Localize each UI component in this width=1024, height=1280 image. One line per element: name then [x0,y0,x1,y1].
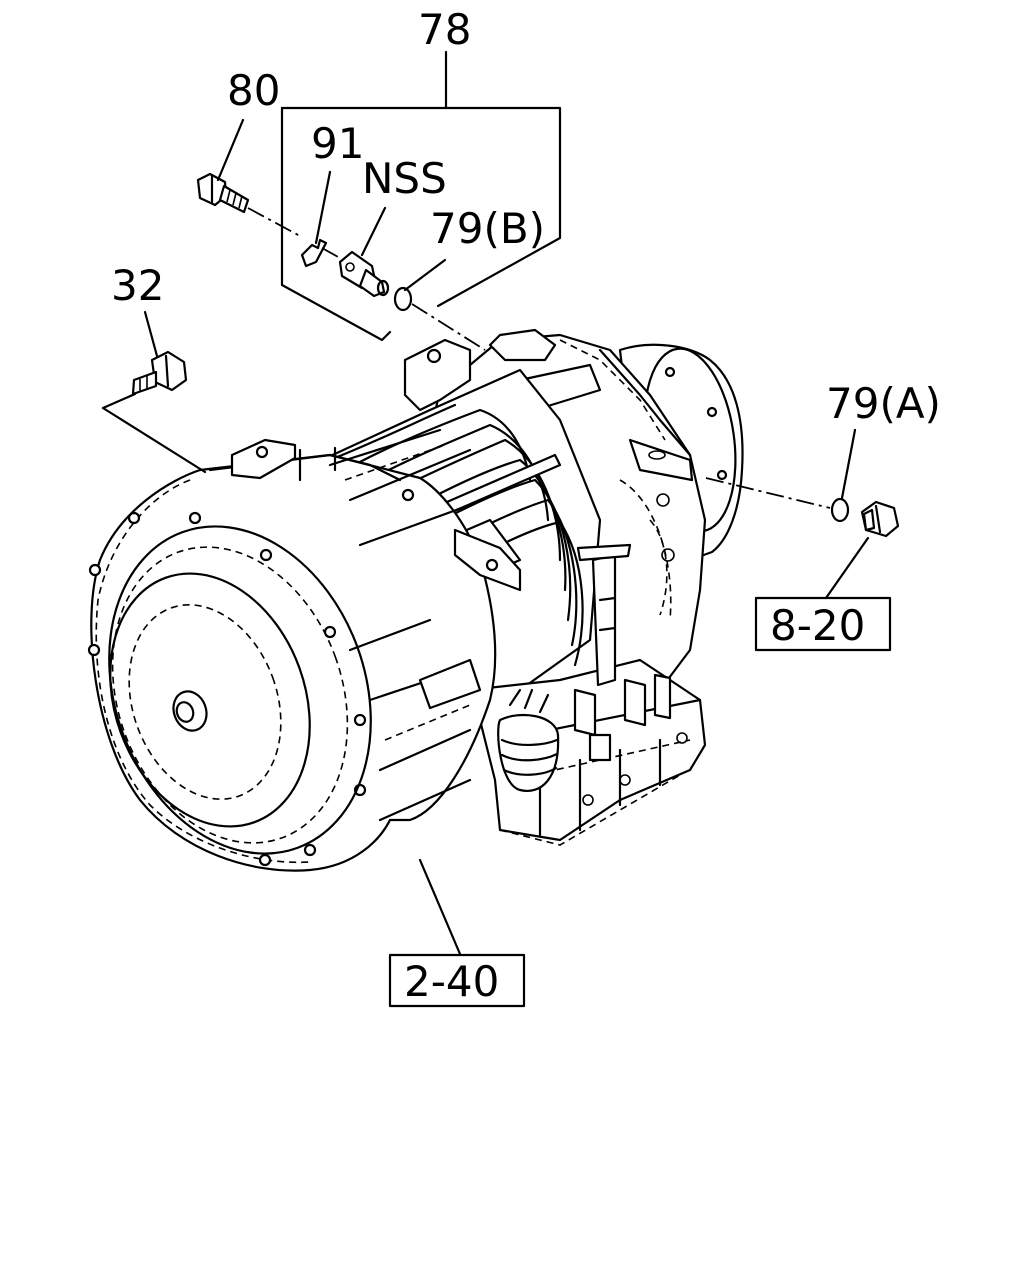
bolt-80 [196,172,250,214]
bolt-32 [131,350,188,396]
reference-box-2-40[interactable]: 2-40 [388,953,526,1008]
label-79a: 79(A) [826,379,941,428]
label-91: 91 [311,119,364,168]
reference-label-2-40: 2-40 [404,957,499,1006]
label-78: 78 [418,5,471,54]
valve-body-pan [468,543,707,846]
sensor-nss [338,250,390,298]
reference-label-8-20: 8-20 [770,601,865,650]
group-78-bracket [280,50,562,342]
o-ring-79a [830,497,850,523]
plug-8-20 [860,500,900,538]
callout-labels: 78 80 91 NSS 79(B) 32 79(A) [111,5,941,428]
bell-housing [87,428,522,872]
reference-box-8-20[interactable]: 8-20 [754,596,892,652]
transmission-assembly [87,328,744,872]
label-79b: 79(B) [430,204,545,253]
o-ring-79b [393,286,413,312]
label-80: 80 [227,66,280,115]
label-nss: NSS [362,154,447,203]
center-lines [247,207,831,509]
leader-lines [101,118,870,956]
clip-91 [300,238,328,268]
label-32: 32 [111,261,164,310]
